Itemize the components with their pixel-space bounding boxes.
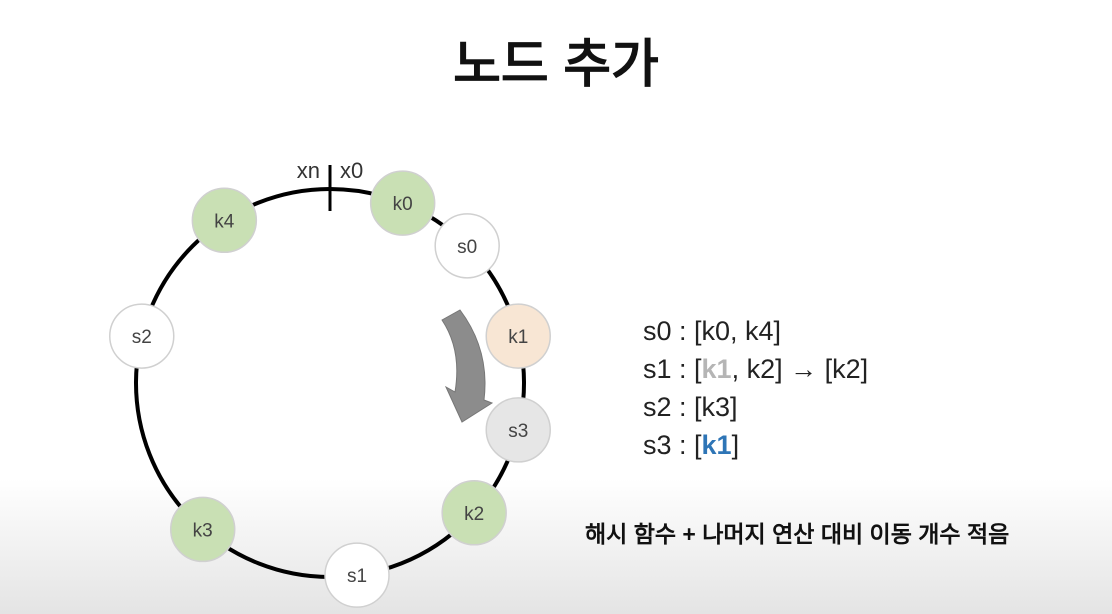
node-circle — [485, 397, 551, 463]
ring-node-s1: s1 — [324, 542, 390, 608]
node-label: s3 — [508, 421, 528, 442]
node-label: s1 — [347, 566, 367, 587]
ring-node-s3: s3 — [485, 397, 551, 463]
node-label: k0 — [393, 194, 413, 215]
move-arrow-icon — [441, 309, 494, 423]
ring-node-k0: k0 — [369, 170, 436, 236]
node-label: k3 — [193, 520, 213, 541]
slide-title: 노드 추가 — [453, 36, 659, 94]
mapping-s3-suffix: ] — [731, 430, 740, 460]
node-label: k4 — [214, 211, 235, 232]
marker-x0: x0 — [340, 158, 363, 183]
ring-node-k4: k4 — [191, 187, 258, 254]
node-label: s2 — [132, 327, 152, 348]
node-label: k2 — [464, 504, 484, 525]
node-circle — [434, 213, 500, 279]
node-label: s0 — [457, 237, 477, 258]
node-circle — [485, 303, 551, 369]
server-key-mapping: s0 : [k0, k4] s1 : [k1, k2] → [k2] s2 : … — [643, 312, 868, 464]
node-circle — [109, 303, 175, 369]
mapping-s3-prefix: s3 : [ — [643, 430, 702, 460]
node-circle — [191, 187, 258, 254]
node-label: k1 — [508, 327, 528, 348]
ring-node-k1: k1 — [485, 303, 551, 369]
ring-node-k2: k2 — [441, 480, 507, 546]
mapping-s0: s0 : [k0, k4] — [643, 316, 782, 346]
moved-key: k1 — [701, 354, 732, 384]
marker-xn: xn — [297, 158, 320, 183]
ring-node-s0: s0 — [434, 213, 500, 279]
ring-node-k3: k3 — [169, 496, 236, 563]
node-circle — [441, 480, 507, 546]
node-circle — [324, 542, 390, 608]
summary-note: 해시 함수 + 나머지 연산 대비 이동 개수 적음 — [585, 521, 1010, 547]
mapping-s1-prefix: s1 : [ — [643, 354, 702, 384]
mapping-s1: s1 : [k1, k2] → [k2] — [643, 350, 868, 388]
mapping-s2: s2 : [k3] — [643, 392, 738, 422]
ring-node-s2: s2 — [109, 303, 175, 369]
mapping-s1-rest: , k2] → [k2] — [731, 354, 869, 384]
mapping-s3: s3 : [k1] — [643, 426, 868, 464]
node-circle — [169, 496, 236, 563]
node-circle — [369, 170, 436, 236]
new-key: k1 — [701, 430, 732, 460]
